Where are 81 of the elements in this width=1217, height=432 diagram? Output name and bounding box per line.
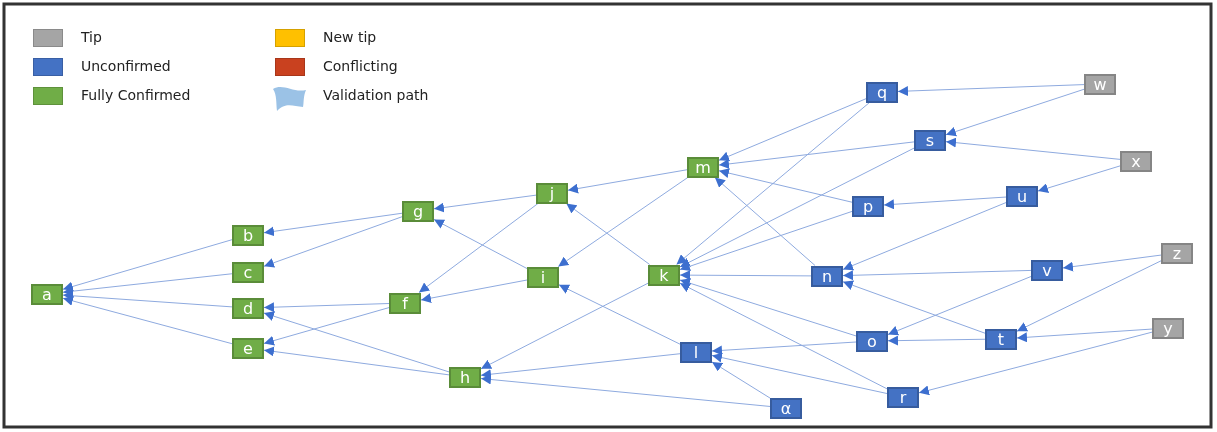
node-box: b <box>232 224 264 246</box>
node-box: w <box>1084 73 1116 95</box>
arrow <box>420 279 528 304</box>
arrow <box>887 335 986 346</box>
node-box: v <box>1031 259 1063 281</box>
arrow <box>263 212 403 237</box>
arrow <box>1016 328 1153 343</box>
arrow <box>1062 254 1162 272</box>
arrow <box>718 141 915 169</box>
node-box: s <box>914 129 946 151</box>
arrow <box>918 331 1153 396</box>
node-box: q <box>866 81 898 103</box>
arrow <box>263 307 390 346</box>
arrow <box>263 311 450 373</box>
node-box: f <box>389 292 421 314</box>
node-box: α <box>770 397 802 419</box>
node-box: y <box>1152 317 1184 339</box>
arrow <box>558 284 681 345</box>
arrow <box>480 353 681 380</box>
node-box: t <box>985 328 1017 350</box>
node-box: z <box>1161 242 1193 264</box>
arrow <box>897 84 1085 97</box>
legend-label: Conflicting <box>323 58 398 74</box>
legend-label: New tip <box>323 29 377 45</box>
arrow <box>433 194 537 213</box>
arrow <box>718 98 867 162</box>
arrow <box>480 374 771 407</box>
arrow <box>842 280 986 334</box>
arrow <box>945 137 1121 160</box>
node-box: u <box>1006 185 1038 207</box>
legend-label: Unconfirmed <box>81 58 171 74</box>
node-box: n <box>811 265 843 287</box>
arrow <box>480 282 649 370</box>
arrow <box>567 169 688 194</box>
arrow <box>62 296 233 345</box>
arrow <box>263 302 390 313</box>
arrow <box>711 361 771 399</box>
arrow <box>679 147 915 268</box>
arrow <box>679 282 888 390</box>
arrow <box>714 177 816 266</box>
node-box: m <box>687 156 719 178</box>
arrow <box>883 196 1007 210</box>
node-box: e <box>232 337 264 359</box>
node-box: l <box>680 341 712 363</box>
node-box: o <box>856 330 888 352</box>
node-box: g <box>402 200 434 222</box>
arrow <box>711 341 857 356</box>
legend-label: Validation path <box>323 87 429 103</box>
arrow <box>62 239 233 292</box>
node-box: d <box>232 297 264 319</box>
arrow <box>679 210 853 272</box>
arrow <box>62 273 233 297</box>
arrow <box>676 102 870 265</box>
arrow <box>842 269 1032 281</box>
arrow <box>718 168 853 203</box>
node-box: x <box>1120 150 1152 172</box>
arrow <box>1037 165 1121 193</box>
arrow <box>679 278 857 337</box>
arrow <box>945 88 1085 137</box>
node-box: i <box>527 266 559 288</box>
arrow <box>565 203 651 265</box>
arrow <box>62 290 233 308</box>
node-box: r <box>887 386 919 408</box>
arrow <box>887 276 1032 336</box>
legend-label: Fully Confirmed <box>81 87 191 103</box>
node-box: h <box>449 366 481 388</box>
node-box: k <box>648 264 680 286</box>
node-box: p <box>852 195 884 217</box>
node-box: j <box>536 182 568 204</box>
node-box: a <box>31 283 63 305</box>
arrow <box>557 177 689 267</box>
legend-label: Tip <box>81 29 102 45</box>
arrow <box>433 218 528 270</box>
arrow <box>711 352 888 394</box>
node-box: c <box>232 261 264 283</box>
arrow <box>1016 260 1162 332</box>
arrow <box>679 270 812 281</box>
arrow <box>263 346 450 376</box>
arrow <box>418 203 539 293</box>
arrow <box>842 202 1007 271</box>
arrow <box>263 216 403 268</box>
